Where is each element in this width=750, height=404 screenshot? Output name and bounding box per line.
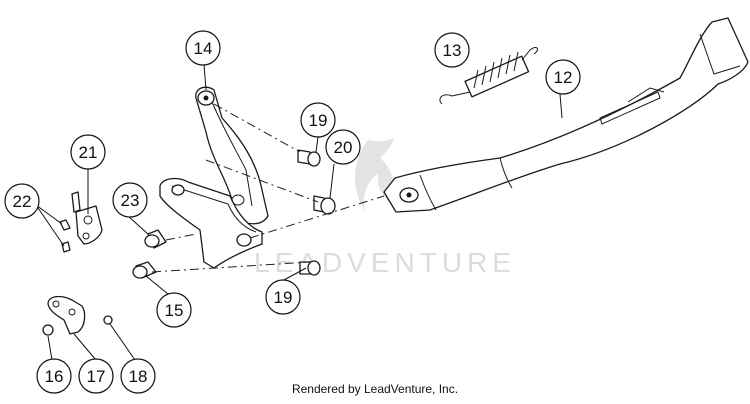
callout-12: 12 bbox=[545, 59, 581, 95]
callout-18-label: 18 bbox=[129, 367, 148, 386]
bolt-19-lower bbox=[299, 260, 321, 276]
watermark: LEADVENTURE bbox=[254, 138, 516, 278]
callout-15-label: 15 bbox=[165, 301, 184, 320]
callout-13-label: 13 bbox=[443, 41, 462, 60]
watermark-flame-logo bbox=[354, 138, 395, 212]
callout-20-label: 20 bbox=[334, 138, 353, 157]
bolt-19-upper bbox=[297, 149, 321, 167]
callout-18: 18 bbox=[120, 358, 156, 394]
callout-19-lower: 19 bbox=[265, 279, 301, 315]
sensor-21-part bbox=[71, 191, 103, 245]
washer-18-part bbox=[103, 315, 113, 325]
bushing-15-part bbox=[132, 261, 157, 279]
callout-23: 23 bbox=[112, 182, 148, 218]
callout-22-label: 22 bbox=[13, 192, 32, 211]
callout-19-upper: 19 bbox=[300, 102, 336, 138]
callout-15: 15 bbox=[156, 292, 192, 328]
spring-part bbox=[439, 47, 538, 105]
callout-19-upper-label: 19 bbox=[309, 111, 328, 130]
callout-22: 22 bbox=[4, 183, 40, 219]
leader-lines bbox=[35, 63, 563, 361]
bracket-part bbox=[195, 86, 269, 225]
assembly-lines bbox=[151, 103, 385, 273]
callout-16-label: 16 bbox=[45, 367, 64, 386]
screws-22-part bbox=[59, 219, 71, 253]
callout-21: 21 bbox=[70, 134, 106, 170]
callout-17-label: 17 bbox=[87, 367, 106, 386]
callout-14: 14 bbox=[185, 30, 221, 66]
callout-21-label: 21 bbox=[79, 143, 98, 162]
mounting-plate-part bbox=[159, 177, 263, 269]
credit-text: Rendered by LeadVenture, Inc. bbox=[291, 382, 459, 396]
callout-14-label: 14 bbox=[194, 39, 213, 58]
callout-17: 17 bbox=[78, 358, 114, 394]
callout-16: 16 bbox=[36, 358, 72, 394]
side-stand-part bbox=[383, 17, 749, 213]
callout-13: 13 bbox=[434, 32, 470, 68]
callout-23-label: 23 bbox=[121, 191, 140, 210]
callout-20: 20 bbox=[325, 129, 361, 165]
bolt-20 bbox=[313, 195, 336, 215]
watermark-text: LEADVENTURE bbox=[254, 247, 516, 278]
bushing-23-part bbox=[144, 229, 167, 249]
callout-19-lower-label: 19 bbox=[274, 288, 293, 307]
small-bracket-17-part bbox=[47, 295, 86, 335]
nut-16-part bbox=[42, 324, 54, 336]
callout-12-label: 12 bbox=[554, 68, 573, 87]
